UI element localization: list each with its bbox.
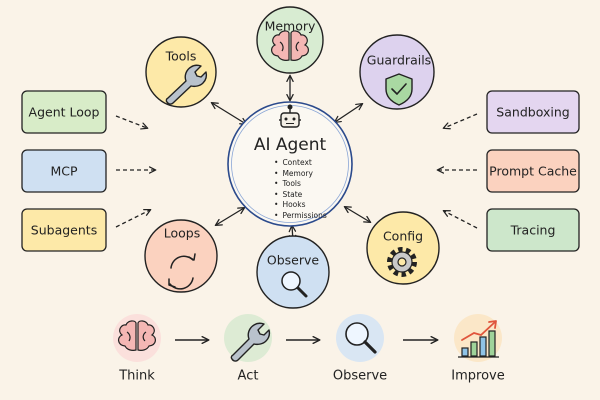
center-title: AI Agent <box>253 135 327 155</box>
tools-node-circle <box>145 36 217 108</box>
memory-node-label: Memory <box>264 18 316 34</box>
shield-check-icon <box>385 73 413 106</box>
gear-icon <box>387 247 417 277</box>
connector-tools <box>210 101 248 126</box>
box-label-mcp: MCP <box>50 163 78 179</box>
wrench-icon <box>230 322 271 362</box>
arrow-subagents <box>115 209 152 228</box>
wrench-icon <box>165 64 208 105</box>
loops-node <box>144 219 218 293</box>
flow-think <box>113 314 161 362</box>
cycle-arrows-icon <box>168 253 196 290</box>
arrow-sandboxing <box>442 113 478 130</box>
flow-act-label: Act <box>237 368 259 384</box>
center-item: Tools <box>274 179 327 190</box>
hub-connectors <box>210 74 372 243</box>
robot-icon <box>279 104 301 128</box>
guardrails-node-label: Guardrails <box>366 52 432 68</box>
center-item: Hooks <box>274 200 327 211</box>
flow-observe-label: Observe <box>332 368 388 384</box>
center-item: Memory <box>274 169 327 180</box>
magnifier-icon <box>345 322 377 354</box>
tools-node <box>145 36 217 108</box>
flow-improve <box>454 314 502 362</box>
connector-config <box>343 205 372 224</box>
box-label-sandboxing: Sandboxing <box>496 104 570 120</box>
center-item: Context <box>274 158 327 169</box>
brain-icon <box>118 320 156 351</box>
flow-think-label: Think <box>119 368 155 384</box>
center-item: State <box>274 190 327 201</box>
observe-node-label: Observe <box>266 252 320 268</box>
memory-node <box>256 6 324 74</box>
arrow-agent-loop <box>115 115 149 130</box>
box-subagents <box>21 208 107 252</box>
right-arrows <box>436 113 478 229</box>
magnifier-icon <box>281 271 308 298</box>
box-agent-loop <box>21 90 107 134</box>
arrow-tracing <box>442 210 478 229</box>
box-mcp <box>21 149 107 193</box>
box-tracing <box>486 208 580 252</box>
connector-loops <box>214 206 246 227</box>
config-node-label: Config <box>382 228 424 244</box>
config-node <box>366 211 440 285</box>
right-boxes <box>486 90 580 252</box>
config-node-circle <box>366 211 440 285</box>
brain-icon <box>271 30 309 61</box>
flow-act <box>224 314 272 362</box>
connector-guardrails <box>333 102 364 124</box>
tools-node-label: Tools <box>165 48 197 64</box>
guardrails-node <box>359 34 435 110</box>
left-arrows <box>115 115 157 228</box>
center-item: Permissions <box>274 211 326 222</box>
box-sandboxing <box>486 90 580 134</box>
box-prompt-cache <box>486 149 580 193</box>
box-label-tracing: Tracing <box>510 222 556 238</box>
loops-node-label: Loops <box>163 225 201 241</box>
left-boxes <box>21 90 107 252</box>
flow-improve-label: Improve <box>451 368 505 384</box>
box-label-subagents: Subagents <box>30 222 98 238</box>
center-item-list: Context Memory Tools State Hooks Permiss… <box>274 158 327 222</box>
flow-observe <box>336 314 384 362</box>
box-label-agent-loop: Agent Loop <box>28 104 100 120</box>
observe-node <box>256 235 330 309</box>
guardrails-node-circle <box>359 34 435 110</box>
growth-chart-icon <box>458 320 499 358</box>
box-label-prompt-cache: Prompt Cache <box>489 163 577 179</box>
memory-node-circle <box>256 6 324 74</box>
